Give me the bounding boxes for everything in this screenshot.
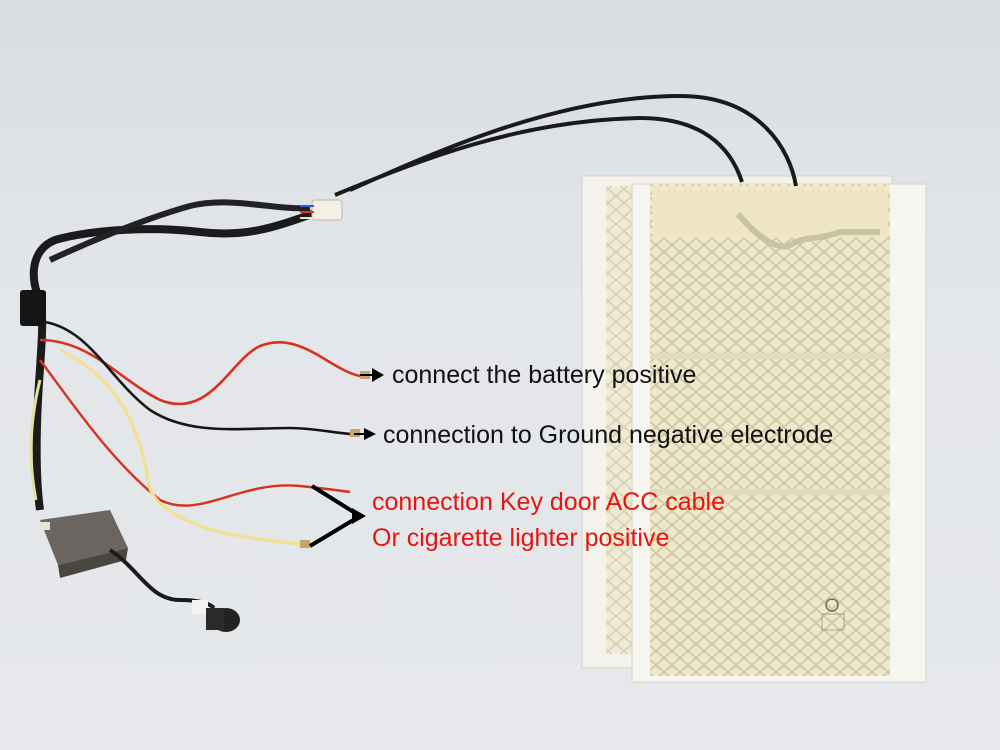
black-wire-ground: [44, 320, 351, 436]
acc-annotation-line2: Or cigarette lighter positive: [372, 524, 670, 552]
yellow-wire-acc: [59, 348, 301, 546]
red-wire-battery: [39, 338, 361, 406]
heating-pad-front: [631, 183, 927, 683]
heater-switch: [192, 600, 240, 632]
pad-lead-wires: [334, 93, 798, 197]
arrow-battery: [360, 368, 384, 382]
acc-terminal: [300, 540, 310, 548]
red-wire-acc: [39, 359, 351, 507]
arrow-ground: [354, 428, 376, 440]
arrow-acc-bracket: [308, 484, 366, 548]
main-harness: [29, 208, 320, 511]
fuse-holder: [20, 290, 46, 326]
wire-connector: [300, 199, 343, 221]
ground-annotation: connection to Ground negative electrode: [383, 421, 834, 449]
certification-mark: [825, 598, 839, 612]
acc-annotation-line1: connection Key door ACC cable: [372, 488, 725, 516]
control-module: [38, 510, 128, 578]
battery-annotation: connect the battery positive: [392, 361, 697, 389]
